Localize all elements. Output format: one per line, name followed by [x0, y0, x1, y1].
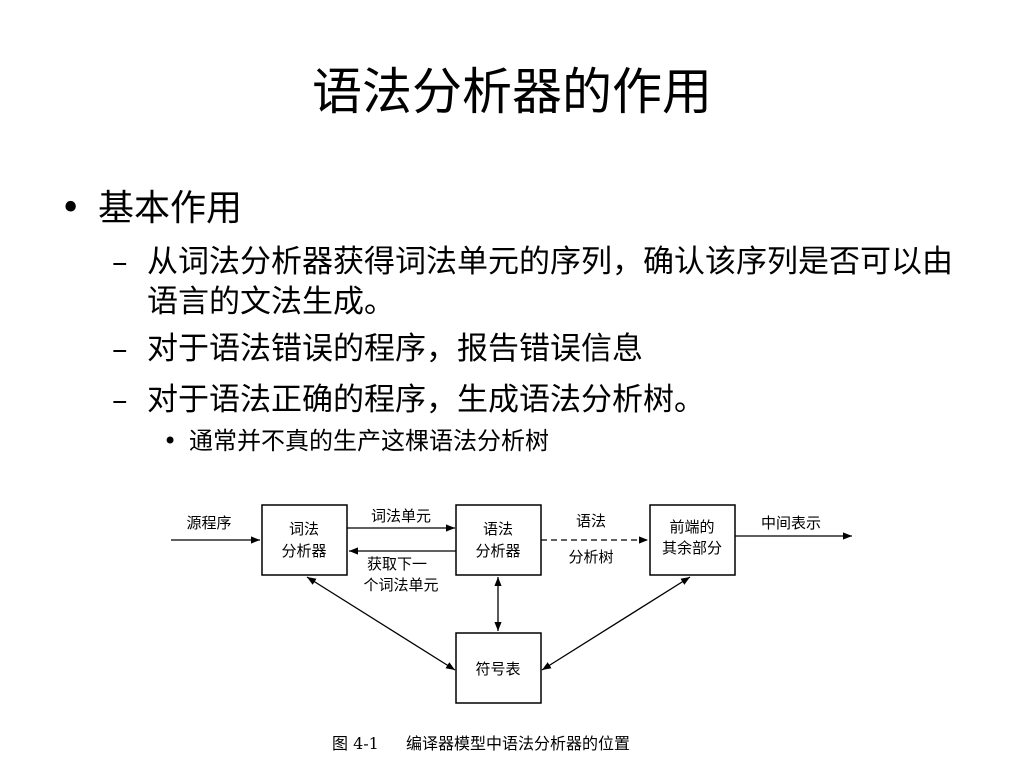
bullet-text: 基本作用	[98, 188, 243, 229]
frontend-rest-box	[649, 504, 736, 576]
ir-label: 中间表示	[761, 514, 821, 532]
figure-caption-text: 编译器模型中语法分析器的位置	[406, 734, 630, 753]
symbol-table-box	[455, 632, 542, 704]
sub-bullet-text: 对于语法正确的程序，生成语法分析树。	[147, 382, 705, 418]
dash-marker: –	[112, 331, 128, 367]
frontend-label-line1: 前端的	[669, 518, 714, 536]
slide-title: 语法分析器的作用	[312, 63, 712, 121]
sub-sub-bullet-text: 通常并不真的生产这棵语法分析树	[189, 427, 549, 455]
bullet-marker: •	[163, 427, 178, 455]
parser-box	[455, 504, 542, 576]
parser-label-line1: 语法	[483, 520, 513, 538]
symtab-label: 符号表	[475, 660, 520, 678]
frontend-symtab-arrow	[541, 576, 691, 671]
lexer-label-line2: 分析器	[281, 542, 326, 560]
dash-marker: –	[112, 382, 128, 418]
sub-bullet-text: 从词法分析器获得词法单元的序列，确认该序列是否可以由语言的文法生成。	[147, 244, 953, 320]
token-label: 词法单元	[371, 507, 431, 525]
next-token-line2: 个词法单元	[363, 576, 438, 594]
parser-label-line2: 分析器	[475, 542, 520, 560]
lexer-symtab-arrow	[306, 576, 456, 671]
source-label: 源程序	[186, 514, 231, 532]
frontend-label-line2: 其余部分	[662, 539, 722, 557]
dash-marker: –	[112, 244, 128, 280]
bullet-marker: •	[60, 188, 82, 229]
lexer-label-line1: 词法	[289, 520, 319, 538]
sub-bullet-text: 对于语法错误的程序，报告错误信息	[147, 331, 643, 367]
figure-caption-number: 图 4-1	[332, 734, 379, 753]
lexer-box	[261, 504, 348, 576]
parse-tree-label-line1: 语法	[576, 512, 606, 530]
next-token-line1: 获取下一	[367, 555, 427, 573]
parse-tree-label-line2: 分析树	[568, 548, 613, 566]
